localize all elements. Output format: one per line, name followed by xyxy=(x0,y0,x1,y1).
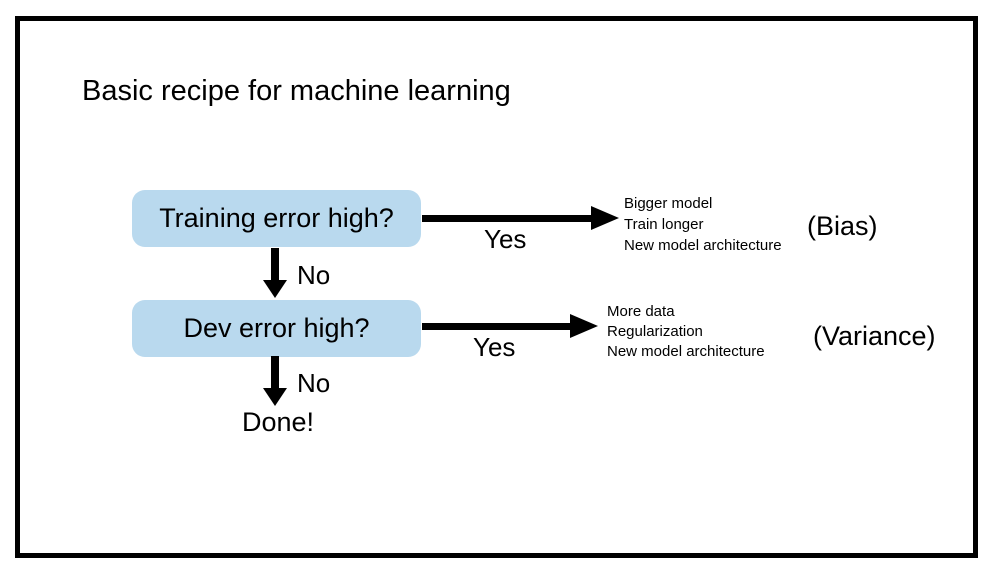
no-label-training: No xyxy=(297,260,331,290)
slide-frame: Basic recipe for machine learning Traini… xyxy=(15,16,978,558)
variance-remedy-item: More data xyxy=(607,303,675,320)
flow-box-training-error: Training error high? xyxy=(132,190,421,247)
variance-remedy-item: Regularization xyxy=(607,323,703,340)
yes-arrow-training-icon xyxy=(422,206,619,230)
done-label: Done! xyxy=(242,407,315,437)
bias-remedy-item: New model architecture xyxy=(624,237,782,254)
yes-label-dev: Yes xyxy=(473,332,516,362)
no-label-dev: No xyxy=(297,368,331,398)
flow-box-training-error-label: Training error high? xyxy=(159,203,394,233)
yes-label-training: Yes xyxy=(484,224,527,254)
flow-box-dev-error: Dev error high? xyxy=(132,300,421,357)
no-arrow-dev-icon xyxy=(263,356,287,406)
variance-remedy-item: New model architecture xyxy=(607,343,765,360)
flow-box-dev-error-label: Dev error high? xyxy=(183,313,370,343)
variance-label: (Variance) xyxy=(813,321,936,351)
slide-title: Basic recipe for machine learning xyxy=(82,75,511,107)
bias-remedy-item: Bigger model xyxy=(624,195,713,212)
no-arrow-training-icon xyxy=(263,248,287,298)
variance-remedies-list: More data Regularization New model archi… xyxy=(607,302,765,362)
bias-remedy-item: Train longer xyxy=(624,216,704,233)
yes-arrow-dev-icon xyxy=(422,314,598,338)
bias-label: (Bias) xyxy=(807,211,878,241)
bias-remedies-list: Bigger model Train longer New model arch… xyxy=(624,193,782,256)
